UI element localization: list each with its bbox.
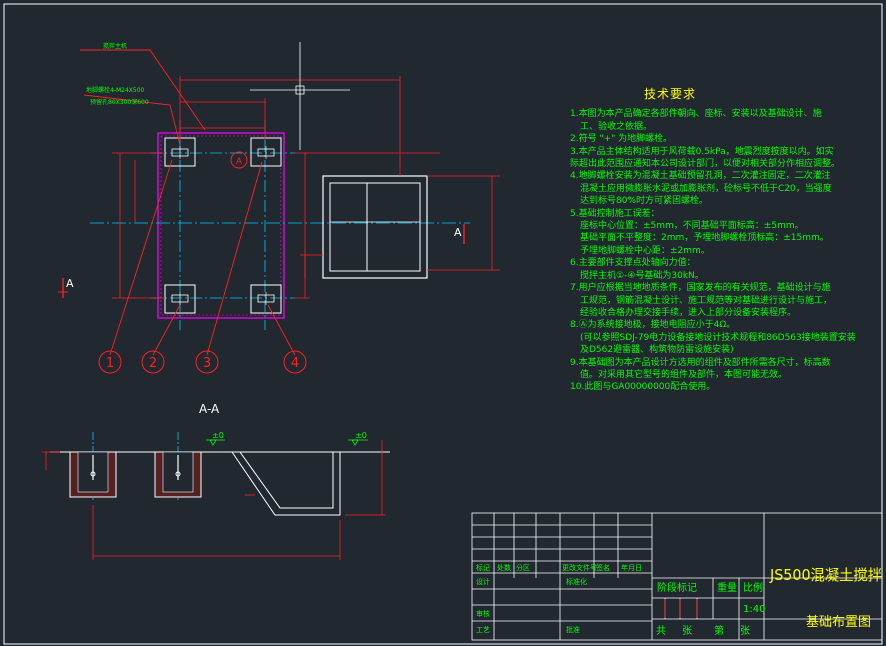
note-line: 座标中心位置：±5mm，不同基础平面标高：±5mm。 <box>580 221 804 232</box>
elevation-mark-1: ±0 <box>206 431 225 446</box>
svg-text:签名: 签名 <box>596 563 610 572</box>
svg-text:±0: ±0 <box>212 431 224 440</box>
section-dimensions <box>42 440 386 560</box>
note-line: 混凝土应用微膨胀水泥或加膨胀剂，砼标号不低于C20，当强度 <box>580 183 832 194</box>
drawing-name: 基础布置图 <box>806 615 871 630</box>
section-view: A-A <box>42 402 390 560</box>
svg-text:更改文件号: 更改文件号 <box>562 563 597 572</box>
foundation-section-2[interactable] <box>154 451 202 498</box>
svg-text:年月日: 年月日 <box>621 563 642 572</box>
total-label: 共 <box>656 625 666 637</box>
note-line: 经验收合格办理交接手续，进入上部分设备安装程序。 <box>580 307 797 318</box>
plan-dimensions <box>112 76 500 299</box>
callout-3[interactable]: 3 <box>195 350 219 374</box>
note-line: 1.本图为本产品确定各部件朝向、座标、安装以及基础设计、施 <box>570 109 822 120</box>
callout-1[interactable]: 1 <box>98 350 122 374</box>
callout-2[interactable]: 2 <box>141 350 165 374</box>
note-line: (可以参照SDJ-79电力设备接地设计技术规程和86D563接地装置安装 <box>580 332 856 343</box>
hopper-pit[interactable] <box>322 175 428 279</box>
foundation-section-1[interactable] <box>69 451 117 498</box>
stage-mark-label: 阶段标记 <box>657 581 697 594</box>
title-block <box>471 512 883 641</box>
note-line: 予埋地脚螺栓中心距：±2mm。 <box>580 245 710 256</box>
plan-view: 1 2 3 4 A 搅拌主机 地脚螺栓4-M24X500 预留孔80X300深6… <box>58 42 500 374</box>
hopper-pit-section[interactable] <box>231 451 341 516</box>
svg-text:3: 3 <box>203 356 211 371</box>
notes-lines: 1.本图为本产品确定各部件朝向、座标、安装以及基础设计、施工、验收之依据。 2.符… <box>570 108 856 393</box>
section-marker-left: A <box>58 277 74 298</box>
svg-text:工艺: 工艺 <box>476 626 490 634</box>
notes-title: 技术要求 <box>643 87 696 101</box>
note-line: 6.主要部件支撑点处轴向力值： <box>570 258 696 269</box>
note-line: 搅拌主机①-④号基础为30kN。 <box>580 270 704 281</box>
note-line: 4.地脚螺栓安装为混凝土基础预留孔洞，二次灌注固定，二次灌注 <box>570 171 831 182</box>
drawing-border <box>3 3 883 645</box>
note-line: 9.本基础图为本产品设计方选用的组件及部件所需各尺寸，标高数 <box>570 357 831 368</box>
svg-text:标记: 标记 <box>476 563 490 572</box>
scale-value: 1:40 <box>743 604 765 615</box>
section-title: A-A <box>199 402 220 416</box>
grounding-marker[interactable]: A <box>230 151 248 169</box>
label-hole: 预留孔80X300深600 <box>90 98 149 106</box>
note-line: 工规范，钢筋混凝土设计、施工规范等对基础进行设计与施工， <box>580 295 833 306</box>
svg-text:A: A <box>66 277 74 290</box>
page-sheet-label: 张 <box>740 625 750 637</box>
scale-label: 比例 <box>743 581 763 594</box>
note-line: 工、验收之依据。 <box>580 121 653 132</box>
note-line: 8.Ⓐ为系统接地极，接地电阻应小于4Ω。 <box>570 320 736 331</box>
svg-text:设计: 设计 <box>476 577 490 586</box>
svg-text:1: 1 <box>106 356 114 371</box>
label-main-beam: 搅拌主机 <box>103 42 127 50</box>
svg-text:审核: 审核 <box>476 609 490 618</box>
svg-text:批准: 批准 <box>566 625 580 634</box>
total-sheet-label: 张 <box>682 625 692 637</box>
project-name: JS500混凝土搅拌 <box>769 566 882 584</box>
machine-frame <box>157 132 285 319</box>
label-bolt: 地脚螺栓4-M24X500 <box>86 86 145 94</box>
svg-text:分区: 分区 <box>516 563 530 572</box>
svg-text:4: 4 <box>291 356 299 371</box>
svg-text:2: 2 <box>149 356 157 371</box>
note-line: 及D562避雷器、构筑物防雷设施安装) <box>580 345 734 356</box>
note-line: 2.符号 "+" 为地脚螺栓。 <box>570 134 673 145</box>
note-line: 7.用户应根据当地地质条件，国家发布的有关规范，基础设计与施 <box>570 283 831 294</box>
crosshair-cursor-icon <box>250 42 350 150</box>
foundation-pad-2[interactable] <box>250 137 282 167</box>
callout-4[interactable]: 4 <box>283 350 307 374</box>
title-block-text: 标记 处数 分区 更改文件号 签名 年月日 设计 标准化 审核 工艺 批准 <box>476 563 642 634</box>
note-line: 10.此图与GA00000000配合使用。 <box>570 382 716 393</box>
elevation-mark-2: ±0 <box>348 431 368 446</box>
svg-text:A: A <box>236 157 243 167</box>
svg-text:A: A <box>454 226 462 239</box>
note-line: 际超出此范围应通知本公司设计部门，以便对相关部分作相应调整。 <box>570 159 841 170</box>
note-line: 5.基础控制施工误差： <box>570 208 660 219</box>
note-line: 基础平面不平整度：2mm，予埋地脚螺栓顶标高：±15mm。 <box>580 233 829 244</box>
svg-text:±0: ±0 <box>355 431 367 440</box>
svg-text:标准化: 标准化 <box>566 577 587 586</box>
weight-label: 重量 <box>717 581 737 594</box>
svg-text:处数: 处数 <box>497 563 511 572</box>
section-marker-right: A <box>454 224 465 244</box>
foundation-pad-4[interactable] <box>250 284 282 314</box>
note-line: 值。对采用其它型号的组件及部件，本图可能无效。 <box>580 369 788 380</box>
note-line: 达到标号80%时方可紧固螺栓。 <box>580 196 709 207</box>
note-line: 3.本产品主体结构适用于风荷载0.5kPa，地震烈度按度以内。如实 <box>570 146 834 157</box>
foundation-pad-3[interactable] <box>164 284 196 314</box>
leader-lines <box>80 49 296 356</box>
technical-notes: 技术要求 1.本图为本产品确定各部件朝向、座标、安装以及基础设计、施工、验收之依… <box>570 88 856 394</box>
page-label: 第 <box>714 624 724 637</box>
